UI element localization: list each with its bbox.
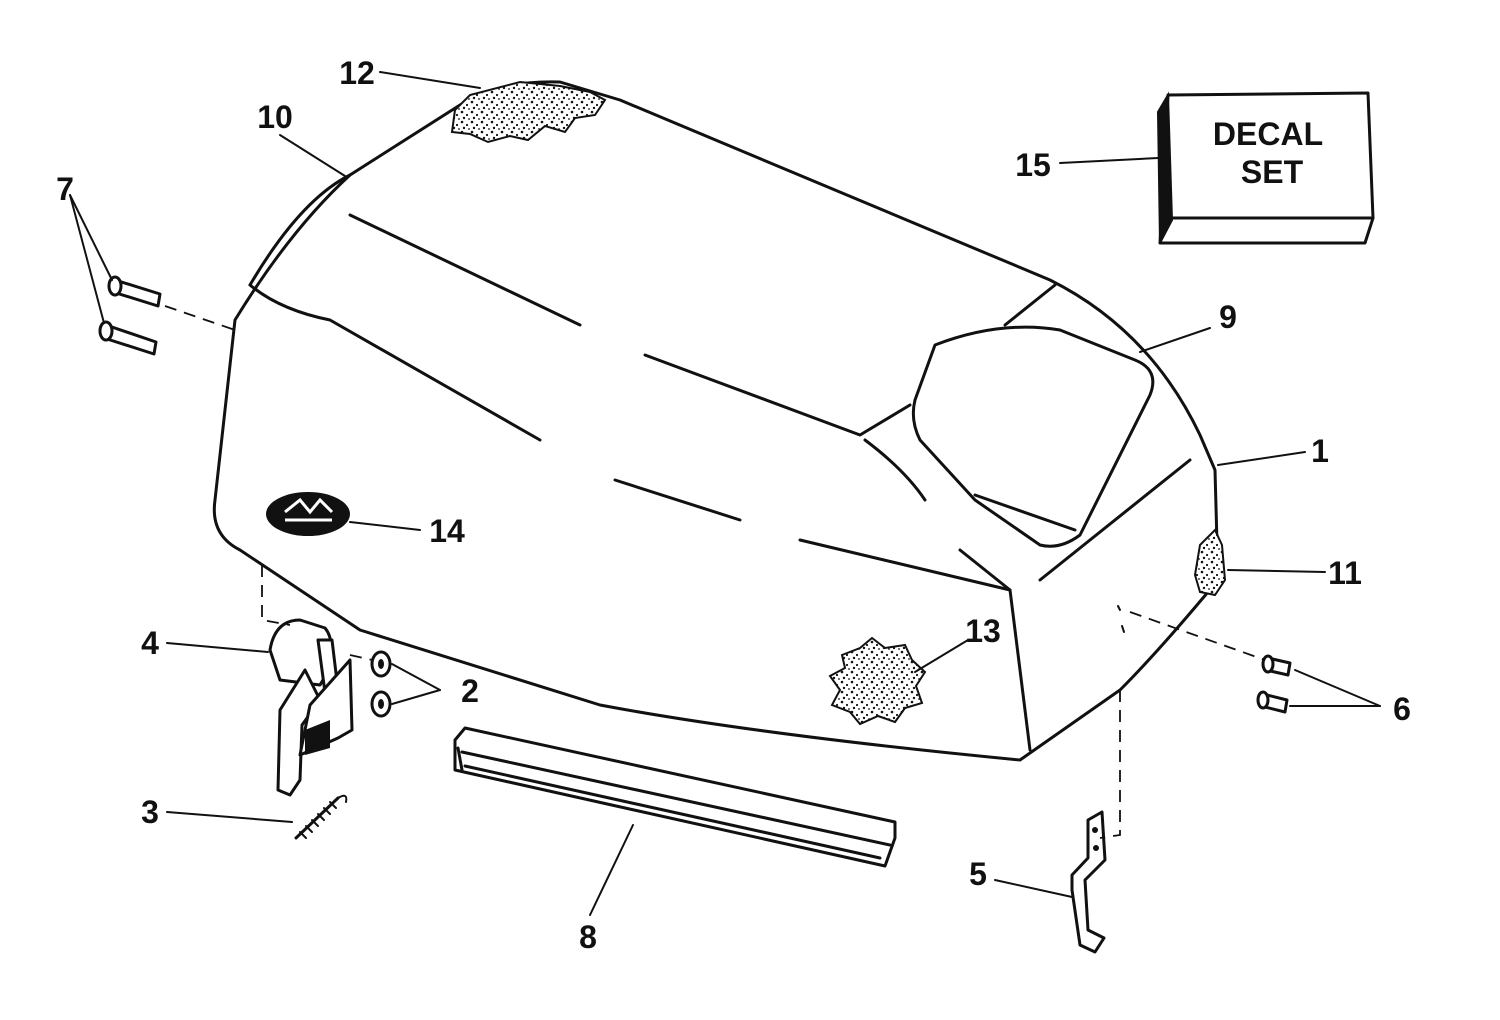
- callout-11: 11: [1328, 555, 1362, 591]
- sealant-patch-11: [1193, 528, 1227, 597]
- leader-lines: [69, 71, 1381, 916]
- callout-12: 12: [339, 55, 375, 91]
- decal-box-line2: SET: [1241, 154, 1304, 190]
- callout-15: 15: [1015, 147, 1051, 183]
- pins-7: [98, 275, 162, 356]
- callout-7: 7: [56, 171, 74, 207]
- sealant-patch-12: [450, 80, 607, 144]
- decal-box-line1: DECAL: [1213, 116, 1323, 152]
- seal-strip-8: [453, 726, 897, 868]
- callout-6: 6: [1393, 691, 1411, 727]
- callout-10: 10: [257, 99, 293, 135]
- assembly-line-2: [349, 654, 373, 661]
- assembly-line-5: [1099, 690, 1121, 839]
- sealant-patch-13: [828, 636, 927, 726]
- assembly-line-6: [1129, 611, 1266, 661]
- callout-3: 3: [141, 794, 159, 830]
- assembly-line-7: [164, 305, 236, 331]
- callout-5: 5: [969, 856, 987, 892]
- callout-13: 13: [965, 613, 1001, 649]
- bracket-5: [1070, 810, 1107, 954]
- washers-2: [370, 650, 392, 718]
- callout-9: 9: [1219, 299, 1237, 335]
- callout-2: 2: [461, 673, 479, 709]
- callout-8: 8: [579, 919, 597, 955]
- latch-4: [268, 618, 354, 797]
- screws-6: [1117, 605, 1292, 714]
- callout-4: 4: [141, 625, 159, 661]
- callout-14: 14: [429, 513, 465, 549]
- spring-3: [294, 794, 348, 840]
- motor-cover: [212, 80, 1220, 762]
- emblem-14: [266, 492, 350, 536]
- callout-1: 1: [1311, 433, 1329, 469]
- decal-set-box: DECAL SET: [1156, 91, 1375, 245]
